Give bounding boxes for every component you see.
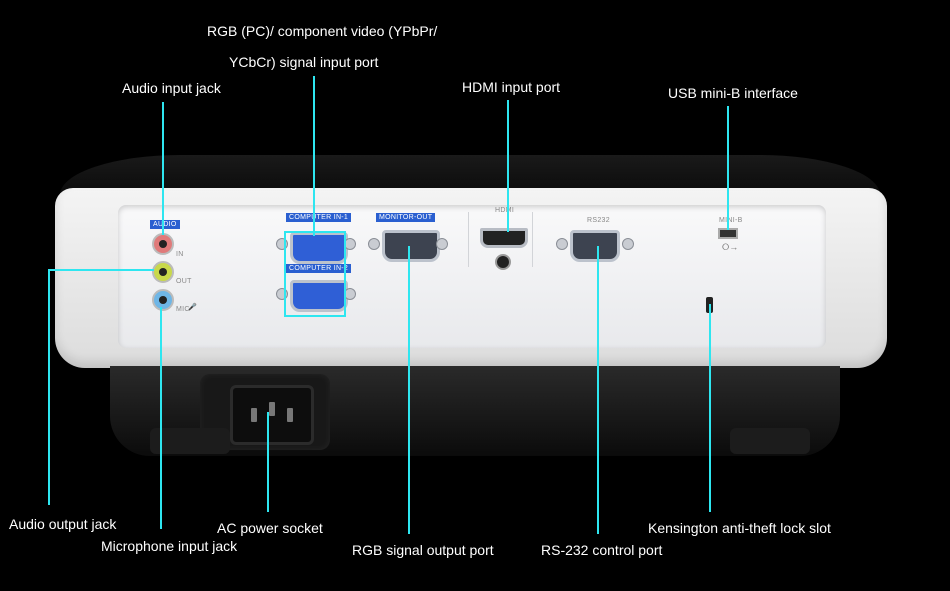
- audio-output-leader-v: [48, 269, 50, 505]
- computer-in-1-label: COMPUTER IN-1: [286, 213, 352, 222]
- computer-in-2-vga-port: [290, 280, 348, 312]
- computer-in-1-vga-port: [290, 232, 348, 264]
- hdmi-screw-hole: [495, 254, 511, 270]
- callout-rgb-component-line1: RGB (PC)/ component video (YPbPr/: [207, 23, 438, 39]
- callout-kensington: Kensington anti-theft lock slot: [648, 520, 831, 536]
- mic-label: MIC: [176, 306, 190, 313]
- mini-b-label: MINI-B: [719, 217, 743, 224]
- callout-rs232: RS-232 control port: [541, 542, 663, 558]
- rs232-control-port: [570, 230, 620, 262]
- usb-leader: [727, 106, 729, 230]
- kensington-leader: [709, 304, 711, 512]
- ac-power-socket: [230, 385, 314, 445]
- hdmi-leader: [507, 100, 509, 232]
- connector-panel: [118, 205, 826, 348]
- rgb-input-leader: [313, 76, 315, 236]
- audio-out-label: OUT: [176, 278, 192, 285]
- callout-usb-mini-b: USB mini-B interface: [668, 85, 798, 101]
- audio-output-leader-h: [48, 269, 154, 271]
- monitor-out-label: MONITOR-OUT: [376, 213, 436, 222]
- callout-audio-input: Audio input jack: [122, 80, 221, 96]
- projector-foot-right: [730, 428, 810, 454]
- computer-in-2-label: COMPUTER IN-2: [286, 264, 352, 273]
- hdmi-label: HDMI: [495, 207, 515, 214]
- callout-audio-output: Audio output jack: [9, 516, 117, 532]
- callout-hdmi-input: HDMI input port: [462, 79, 561, 95]
- microphone-icon: 🎤: [188, 304, 197, 311]
- projector-foot-left: [150, 428, 230, 454]
- audio-output-jack: [152, 261, 174, 283]
- rs232-leader: [597, 246, 599, 534]
- callout-rgb-component-line2: YCbCr) signal input port: [229, 54, 379, 70]
- microphone-leader: [160, 307, 162, 529]
- callout-microphone-input: Microphone input jack: [101, 538, 238, 554]
- audio-section-label: AUDIO: [150, 220, 180, 229]
- microphone-input-jack: [152, 289, 174, 311]
- audio-in-label: IN: [176, 251, 184, 258]
- ac-power-leader: [267, 412, 269, 512]
- callout-ac-power: AC power socket: [217, 520, 323, 536]
- rs232-label: RS232: [587, 217, 610, 224]
- audio-input-jack: [152, 233, 174, 255]
- hdmi-input-port: [480, 228, 528, 248]
- monitor-out-vga-port: [382, 230, 440, 262]
- callout-rgb-output: RGB signal output port: [352, 542, 494, 558]
- rgb-input-highlight: [284, 231, 346, 317]
- rgb-output-leader: [408, 246, 410, 534]
- audio-input-leader: [162, 102, 164, 235]
- usb-icon: ⭘→: [722, 242, 739, 252]
